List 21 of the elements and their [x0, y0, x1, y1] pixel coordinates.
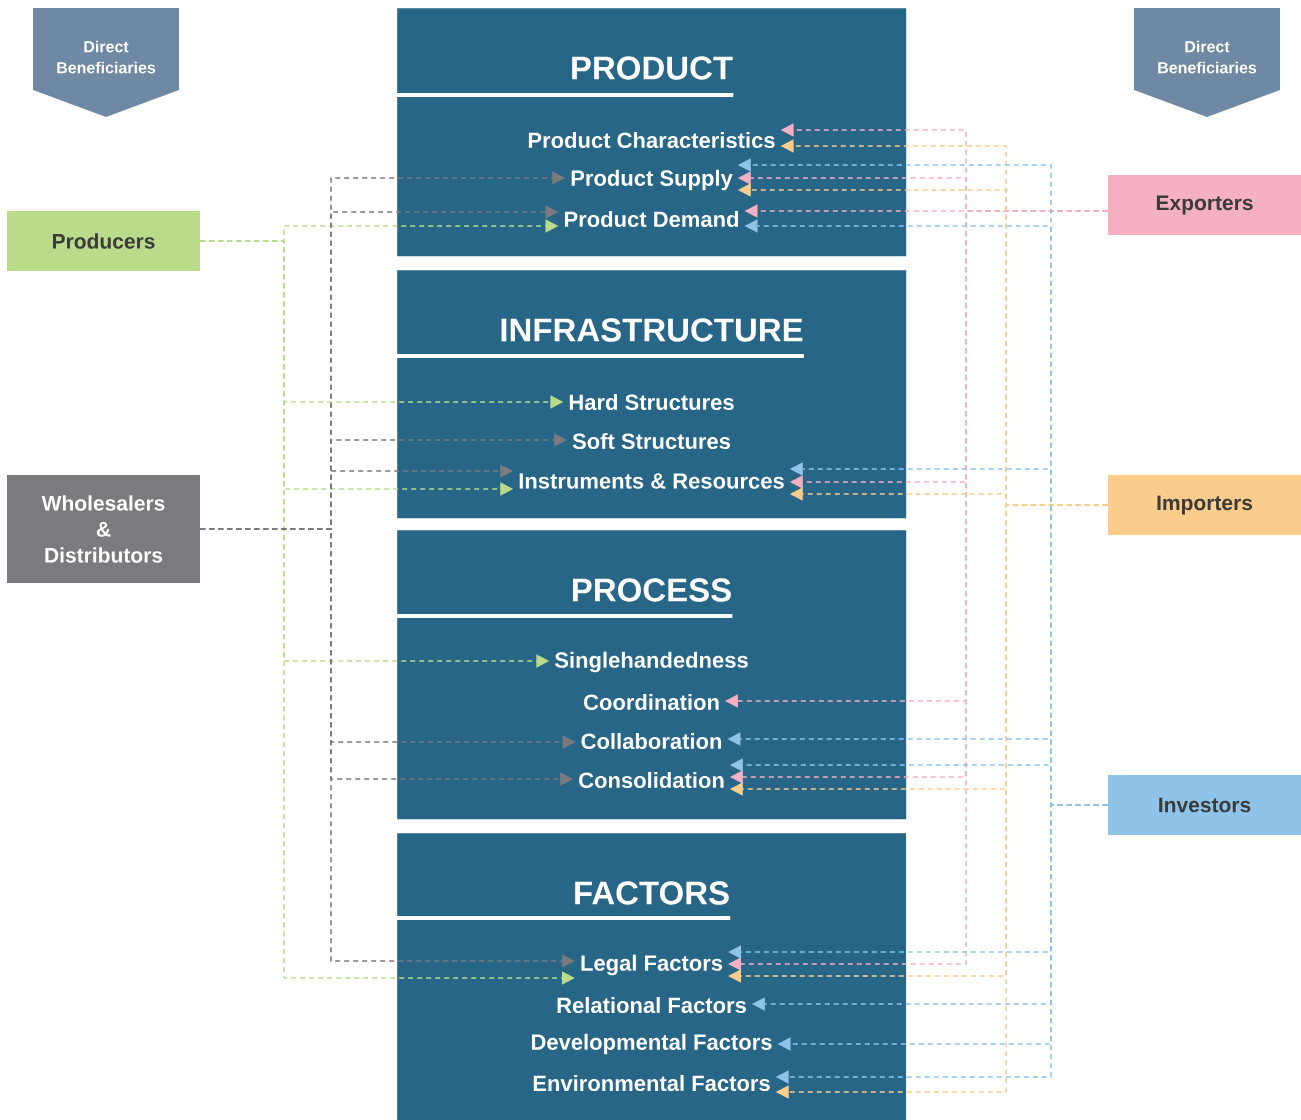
- chevron-banner: Direct Beneficiaries: [33, 8, 179, 117]
- item-label: Product Demand: [564, 210, 739, 228]
- beneficiary-box: Investors: [1108, 775, 1301, 835]
- item-label: Developmental Factors: [531, 1033, 772, 1055]
- item-label: Legal Factors: [581, 954, 723, 976]
- beneficiary-box: Wholesalers & Distributors: [7, 475, 200, 583]
- item-label: Product Characteristics: [528, 131, 775, 149]
- item-label: Product Supply: [571, 169, 733, 191]
- item-label: Coordination: [584, 693, 719, 711]
- item-label: Instruments & Resources: [519, 473, 784, 489]
- item-label: Soft Structures: [572, 432, 731, 450]
- beneficiary-box: Producers: [7, 211, 200, 271]
- chevron-banner: Direct Beneficiaries: [1134, 8, 1280, 117]
- item-label: Consolidation: [579, 771, 724, 789]
- item-label: Collaboration: [581, 732, 722, 750]
- item-label: Hard Structures: [569, 393, 734, 411]
- beneficiary-box: Exporters: [1108, 175, 1301, 235]
- item-label: Singlehandedness: [554, 651, 748, 673]
- item-label: Relational Factors: [557, 996, 746, 1014]
- item-label: Environmental Factors: [533, 1074, 770, 1092]
- beneficiary-box: Importers: [1108, 475, 1301, 535]
